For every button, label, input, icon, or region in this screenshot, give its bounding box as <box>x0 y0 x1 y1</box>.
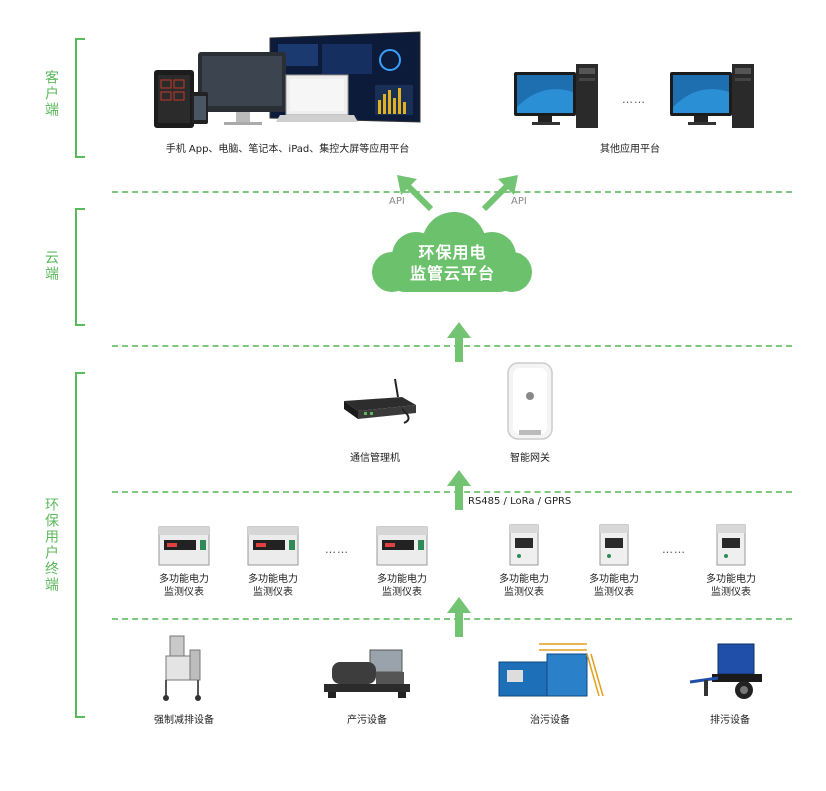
meter-caption-1-line2: 监测仪表 <box>164 587 204 598</box>
api-label-left: API <box>389 196 405 207</box>
cloud-platform-title: 环保用电 监管云平台 <box>370 242 535 284</box>
comm-manager-image <box>344 378 416 424</box>
meter-caption-4: 多功能电力 监测仪表 <box>484 573 564 599</box>
pollution-treatment-equipment-image <box>498 643 604 697</box>
separator-gateway-meters <box>112 491 792 493</box>
smart-gateway-image <box>507 362 553 440</box>
cloud-tier-bracket <box>75 208 85 326</box>
discharge-caption: 排污设备 <box>710 715 750 726</box>
client-tier-bracket <box>75 38 85 158</box>
meter-ellipsis-left: …… <box>325 543 349 556</box>
meter-caption-6-line1: 多功能电力 <box>706 574 756 585</box>
cloud-title-line1: 环保用电 <box>418 243 487 262</box>
api-arrow-left <box>397 175 434 212</box>
comm-manager-caption: 通信管理机 <box>350 453 400 464</box>
protocol-label: RS485 / LoRa / GPRS <box>468 496 572 507</box>
client-tier-label: 客户端 <box>43 70 59 118</box>
cloud-tier-label: 云端 <box>43 250 59 282</box>
up-arrow-cloud <box>447 322 471 362</box>
meter-large-2-image <box>247 526 299 566</box>
meter-large-3-image <box>376 526 428 566</box>
separator-cloud-gateway <box>112 345 792 347</box>
meter-caption-5-line1: 多功能电力 <box>589 574 639 585</box>
pollution-treatment-caption: 治污设备 <box>530 715 570 726</box>
up-arrow-meters <box>447 597 471 637</box>
other-platform-pc-right <box>670 64 754 128</box>
cloud-title-line2: 监管云平台 <box>409 264 495 283</box>
meter-caption-2: 多功能电力 监测仪表 <box>233 573 313 599</box>
client-devices-caption: 手机 App、电脑、笔记本、iPad、集控大屏等应用平台 <box>165 144 410 155</box>
meter-ellipsis-right: …… <box>662 543 686 556</box>
discharge-equipment-image <box>689 643 762 699</box>
meter-caption-4-line1: 多功能电力 <box>499 574 549 585</box>
other-platform-pc-left <box>514 64 598 128</box>
client-devices-image <box>154 31 421 128</box>
meter-caption-1: 多功能电力 监测仪表 <box>144 573 224 599</box>
smart-gateway-caption: 智能网关 <box>510 453 550 464</box>
meter-small-2-image <box>599 524 629 566</box>
meter-caption-6-line2: 监测仪表 <box>711 587 751 598</box>
meter-caption-3-line1: 多功能电力 <box>377 574 427 585</box>
forced-reduction-caption: 强制减排设备 <box>154 715 214 726</box>
meter-large-1-image <box>158 526 210 566</box>
meter-caption-5-line2: 监测仪表 <box>594 587 634 598</box>
meter-caption-1-line1: 多功能电力 <box>159 574 209 585</box>
forced-reduction-equipment-image <box>163 635 201 701</box>
terminal-tier-label: 环保用户终端 <box>43 497 59 593</box>
separator-meters-equipment <box>112 618 792 620</box>
up-arrow-gateway <box>447 470 471 510</box>
meter-small-3-image <box>716 524 746 566</box>
api-label-right: API <box>511 196 527 207</box>
pollution-production-caption: 产污设备 <box>347 715 387 726</box>
meter-caption-5: 多功能电力 监测仪表 <box>574 573 654 599</box>
separator-client-cloud <box>112 191 792 193</box>
meter-caption-2-line1: 多功能电力 <box>248 574 298 585</box>
pollution-production-equipment-image <box>324 649 410 698</box>
meter-caption-3-line2: 监测仪表 <box>382 587 422 598</box>
meter-caption-3: 多功能电力 监测仪表 <box>362 573 442 599</box>
other-platform-ellipsis: …… <box>622 93 646 106</box>
meter-small-1-image <box>509 524 539 566</box>
api-arrow-right <box>481 175 518 212</box>
meter-caption-2-line2: 监测仪表 <box>253 587 293 598</box>
other-platform-caption: 其他应用平台 <box>600 144 660 155</box>
meter-caption-6: 多功能电力 监测仪表 <box>691 573 771 599</box>
terminal-tier-bracket <box>75 372 85 718</box>
cloud-platform-shape <box>372 212 532 292</box>
meter-caption-4-line2: 监测仪表 <box>504 587 544 598</box>
